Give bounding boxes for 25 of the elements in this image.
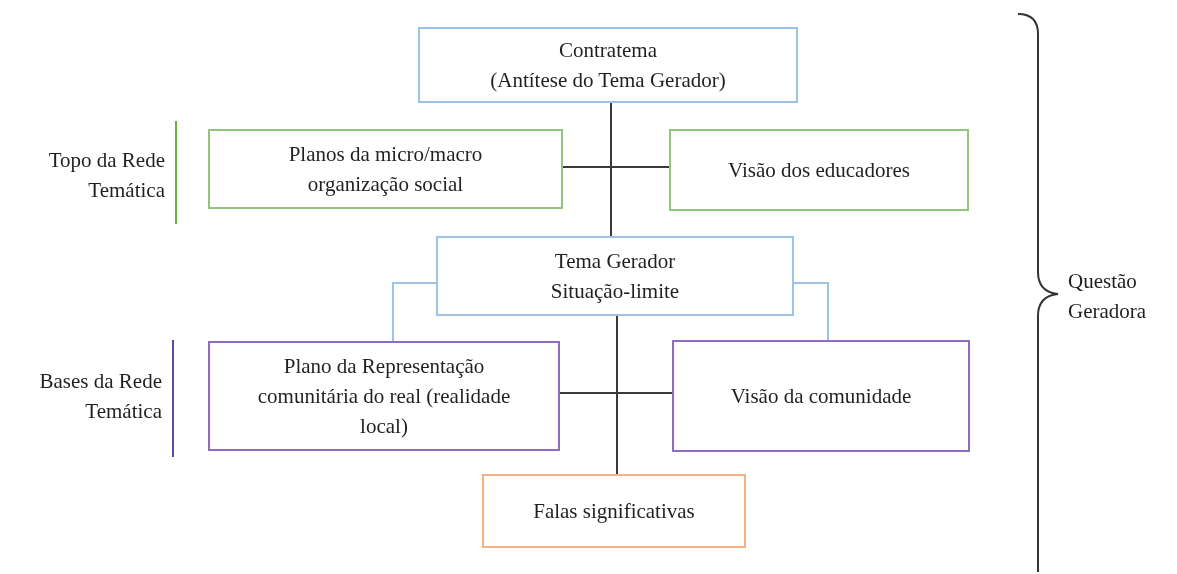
text-box xyxy=(208,341,560,451)
text-box xyxy=(436,236,794,316)
brace-label: Questão Geradora xyxy=(1068,268,1148,325)
side-label: Topo da Rede Temática xyxy=(47,147,165,204)
connector-line xyxy=(392,282,437,342)
connector-line xyxy=(616,315,618,475)
connector-line xyxy=(562,166,670,168)
text-box xyxy=(418,27,798,103)
connector-line xyxy=(559,392,673,394)
text-box xyxy=(672,340,970,452)
text-box xyxy=(669,129,969,211)
node-text: Situação-limite xyxy=(550,278,680,305)
connector-line xyxy=(610,102,612,237)
connector-line xyxy=(793,282,829,341)
node-text: Visão da comunidade xyxy=(730,383,912,410)
node-text: Planos da micro/macro organização social xyxy=(287,141,484,198)
node-text: Visão dos educadores xyxy=(728,157,910,184)
node-text: Tema Gerador xyxy=(554,248,676,275)
text-box xyxy=(208,129,563,209)
node-text: Plano da Representação comunitária do real (realidade local) xyxy=(256,353,512,440)
text-box xyxy=(482,474,746,548)
side-label: Bases da Rede Temática xyxy=(38,368,162,425)
node-text: Contratema xyxy=(559,37,657,64)
node-text: Falas significativas xyxy=(533,498,695,525)
node-text: (Antítese do Tema Gerador) xyxy=(490,67,726,94)
